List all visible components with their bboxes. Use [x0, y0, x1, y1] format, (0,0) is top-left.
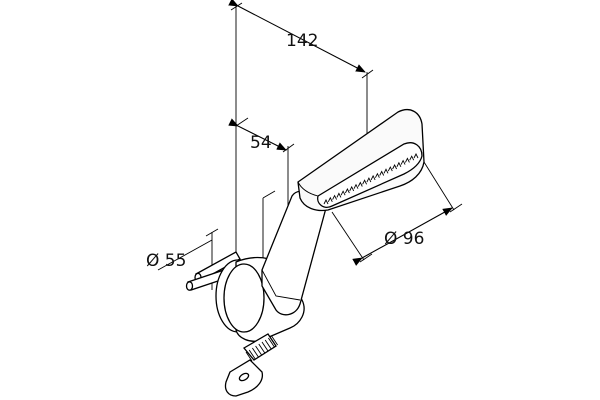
dimension-diameter-55: Ø 55: [146, 228, 219, 290]
dimension-diameter-96-label: Ø 96: [384, 229, 424, 249]
dimension-142: 142: [228, 0, 374, 262]
hand-shower-handle: [261, 190, 327, 316]
shower-head: [297, 109, 425, 212]
dimension-diameter-96: Ø 96: [331, 161, 463, 266]
hose-ribs: [245, 335, 278, 362]
dimension-diameter-55-label: Ø 55: [146, 251, 186, 271]
dimension-142-label: 142: [286, 31, 318, 51]
reference-mark: [262, 190, 276, 258]
dimension-54-label: 54: [250, 133, 272, 153]
spray-nozzles: [323, 152, 419, 205]
hose: [224, 333, 278, 397]
